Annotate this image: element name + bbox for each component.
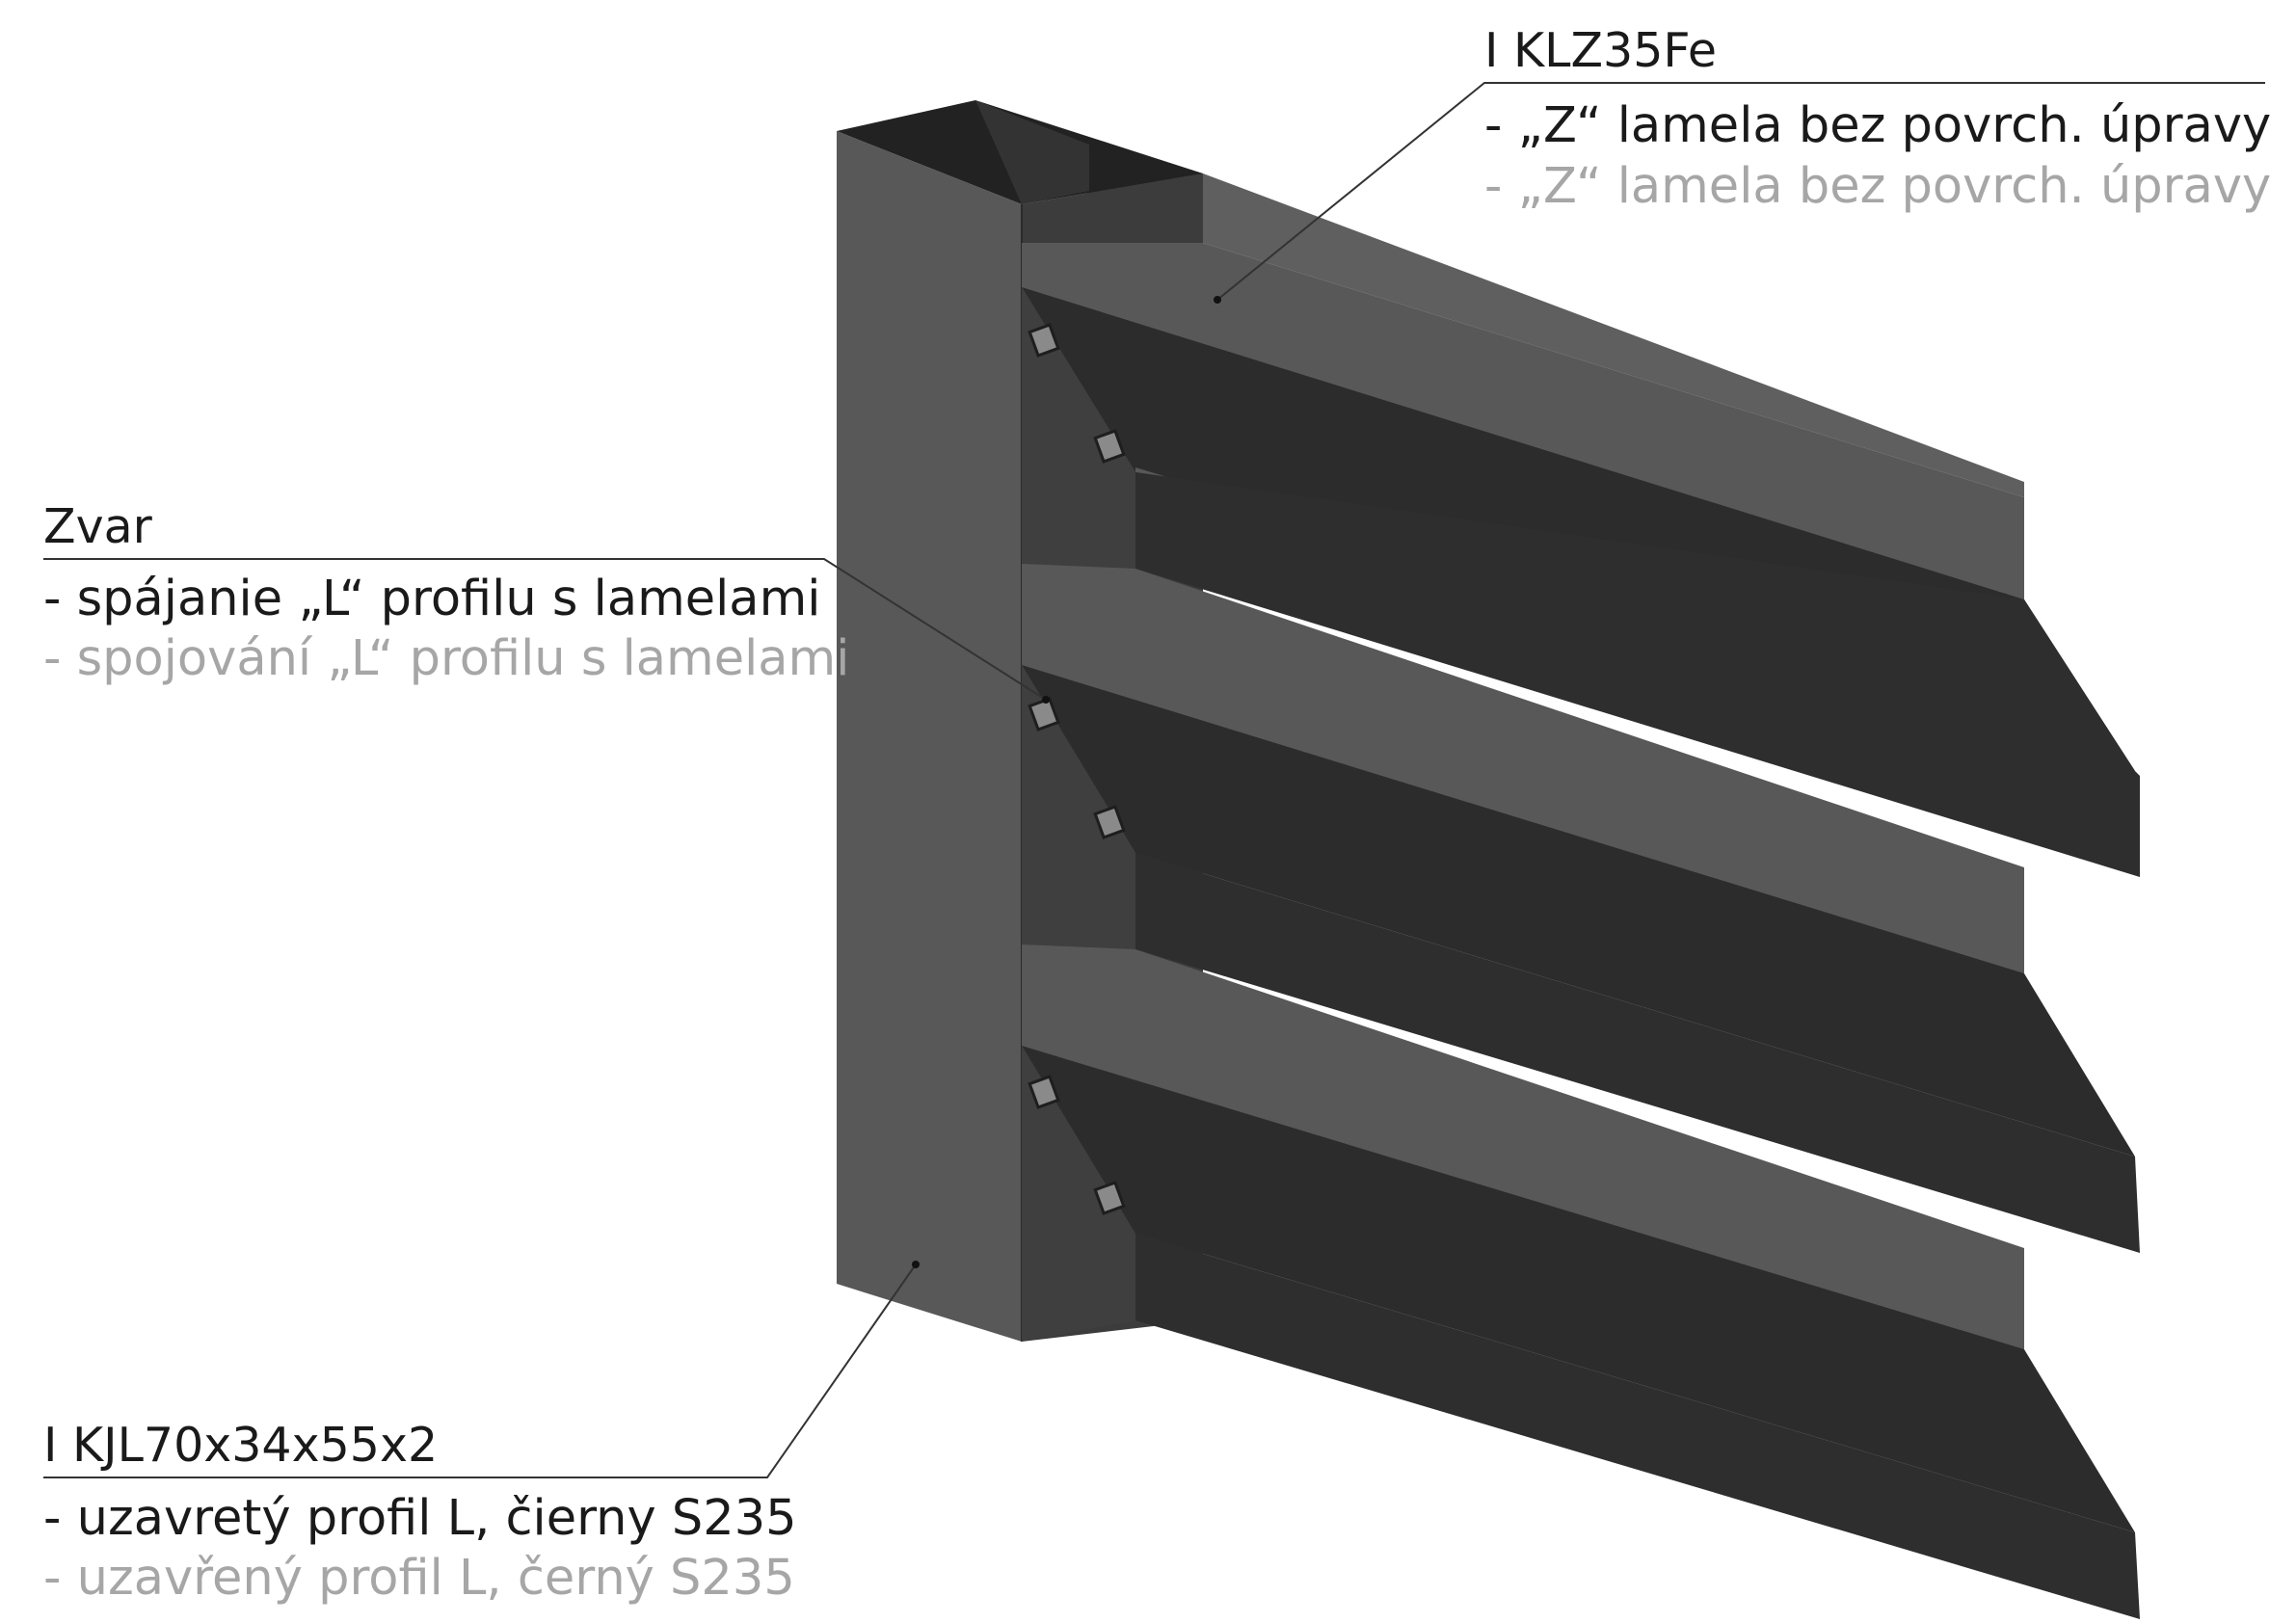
lamella-3-slope-face bbox=[1022, 1046, 2135, 1532]
lamella-3-inner-shadow bbox=[1022, 1046, 1135, 1342]
lamella-1-inner-shadow bbox=[1022, 287, 1135, 569]
lamella-3-lower-flange bbox=[1135, 1234, 2140, 1619]
callout-weld-title: Zvar bbox=[43, 499, 152, 554]
callout-lamella-title: I KLZ35Fe bbox=[1484, 23, 1718, 78]
lamella-2-lower-flange bbox=[1135, 853, 2140, 1253]
z-lamella-2 bbox=[1022, 564, 2140, 1253]
lamella-1-top-face bbox=[1022, 243, 2024, 599]
leader-dot-post bbox=[912, 1261, 920, 1268]
weld-clip-1b bbox=[1093, 429, 1126, 464]
leader-lines bbox=[43, 82, 2265, 1478]
lamella-1-upper-flange bbox=[1203, 173, 2024, 497]
lamella-1-lower-flange bbox=[1135, 472, 2140, 877]
weld-clips bbox=[1028, 323, 1126, 1215]
callout-weld-desc-cz: - spojování „L“ profilu s lamelami bbox=[43, 630, 850, 687]
leader-line-post bbox=[43, 1264, 917, 1478]
weld-clip-1a bbox=[1028, 323, 1060, 358]
z-lamella-1 bbox=[1022, 173, 2140, 877]
weld-clip-2a bbox=[1028, 697, 1060, 732]
z-lamella-3 bbox=[1022, 945, 2140, 1619]
callout-weld-desc-sk: - spájanie „L“ profilu s lamelami bbox=[43, 571, 821, 627]
leader-dot-lamella bbox=[1214, 296, 1221, 304]
callout-post-desc-cz: - uzavřený profil L, černý S235 bbox=[43, 1550, 795, 1607]
post-top-inner-wall bbox=[975, 100, 1089, 204]
post-front-face bbox=[837, 131, 1022, 1342]
callout-post-title: I KJL70x34x55x2 bbox=[43, 1418, 439, 1473]
leader-line-lamella bbox=[1216, 82, 2265, 301]
leader-line-weld bbox=[43, 558, 1047, 701]
weld-clip-3a bbox=[1028, 1075, 1060, 1109]
lamella-2-inner-shadow bbox=[1022, 665, 1135, 949]
callout-lamella-desc-cz: - „Z“ lamela bez povrch. úpravy bbox=[1484, 158, 2272, 215]
lamella-2-slope-face bbox=[1022, 665, 2135, 1157]
callout-lamella-desc-sk: - „Z“ lamela bez povrch. úpravy bbox=[1484, 97, 2272, 154]
callout-post-desc-sk: - uzavretý profil L, čierny S235 bbox=[43, 1490, 797, 1547]
weld-clip-2b bbox=[1093, 805, 1126, 839]
weld-clip-3b bbox=[1093, 1181, 1126, 1215]
leader-dot-weld bbox=[1042, 696, 1050, 704]
